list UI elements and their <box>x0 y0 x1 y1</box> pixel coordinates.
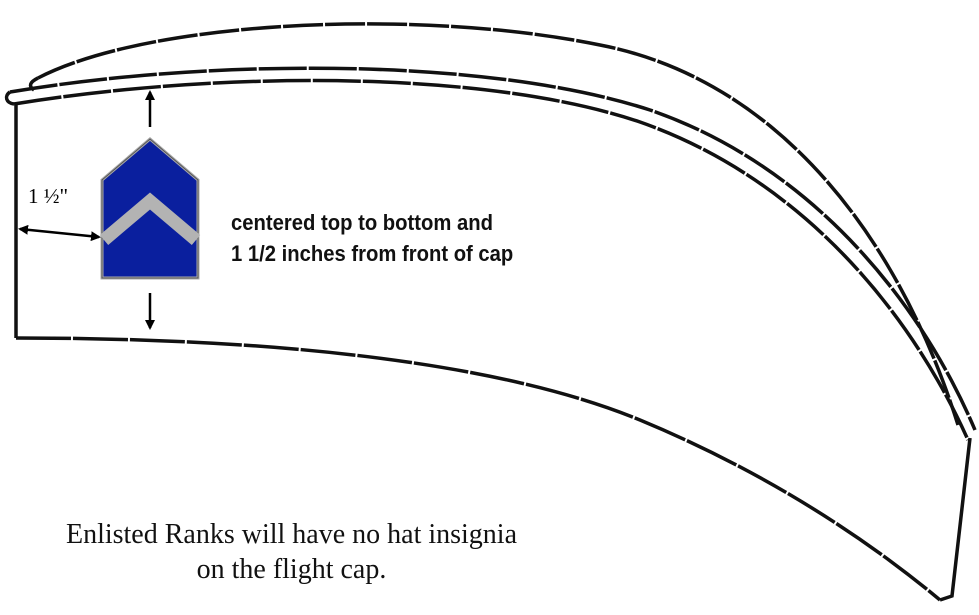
rank-insignia-icon <box>99 137 201 280</box>
placement-instruction: centered top to bottom and 1 1/2 inches … <box>231 207 513 269</box>
note-line-1: Enlisted Ranks will have no hat insignia <box>65 519 518 550</box>
instruction-line-2: 1 1/2 inches from front of cap <box>231 241 514 266</box>
measurement-label: 1 ½" <box>28 184 69 208</box>
note-line-2: on the flight cap. <box>196 554 387 585</box>
double-arrow-icon <box>18 224 101 242</box>
cap-back-edge <box>939 437 972 602</box>
enlisted-note: Enlisted Ranks will have no hat insignia… <box>0 517 589 587</box>
cap-fold-end <box>4 90 15 106</box>
cap-fold-line-inner <box>13 78 970 441</box>
instruction-line-1: centered top to bottom and <box>231 210 493 235</box>
chevron-stripe <box>99 192 201 245</box>
cap-fold-line-outer <box>9 66 977 431</box>
cap-bottom-edge <box>15 336 942 602</box>
cap-crown-outline <box>37 22 960 426</box>
